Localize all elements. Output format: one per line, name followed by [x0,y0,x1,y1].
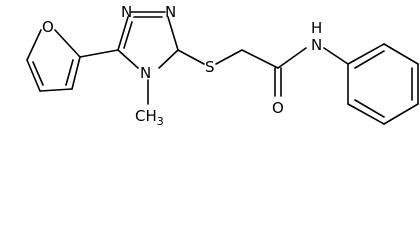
bond-furan-c2-o [54,29,81,58]
bond-furan-c3-c2 [71,56,81,90]
atom-labels: N N N CH3 O S O N H [42,3,322,128]
bond-ph-5 [347,103,385,125]
atom-amide-h: H [311,19,322,37]
bond-ph-inner-a [354,50,385,69]
bond-furan-c3-c2-double [65,59,74,86]
atom-furan-o: O [42,18,54,36]
atom-n-top-right: N [165,3,176,21]
bond-furan-c4-c3 [39,88,73,92]
bond-ph-4 [383,103,419,125]
bond-furan-o-c5 [26,29,42,61]
atom-methyl: CH3 [135,107,164,128]
atom-n-methyl: N [140,64,151,82]
bond-s-ch2 [215,49,243,65]
bond-c5-furan [79,49,119,58]
bond-c3-s [177,49,205,65]
bond-furan-c5-c4 [26,59,41,92]
atom-methyl-subscript: 3 [157,115,164,128]
bond-ph-2 [383,43,419,65]
bonds [26,11,419,125]
atom-amide-n: N [311,36,322,54]
atom-sulfur: S [205,58,215,76]
bond-ph-inner-c [354,99,385,118]
bond-n-phenyl [323,47,349,65]
atom-n-top-left: N [121,3,132,21]
bond-c5-n1 [117,16,129,51]
atom-carbonyl-o: O [272,99,284,117]
bond-ch2-carbonyl [241,49,279,69]
bond-ph-1 [347,43,385,65]
bond-n2-c3 [167,16,179,51]
bond-furan-c5-c4-double [32,61,44,86]
bond-n4-c5 [117,49,139,69]
bond-c3-n4 [158,49,179,69]
bond-c5-n1-double [123,21,133,49]
chemical-structure-diagram: N N N CH3 O S O N H [26,3,419,128]
bond-carbonyl-n [277,47,307,69]
